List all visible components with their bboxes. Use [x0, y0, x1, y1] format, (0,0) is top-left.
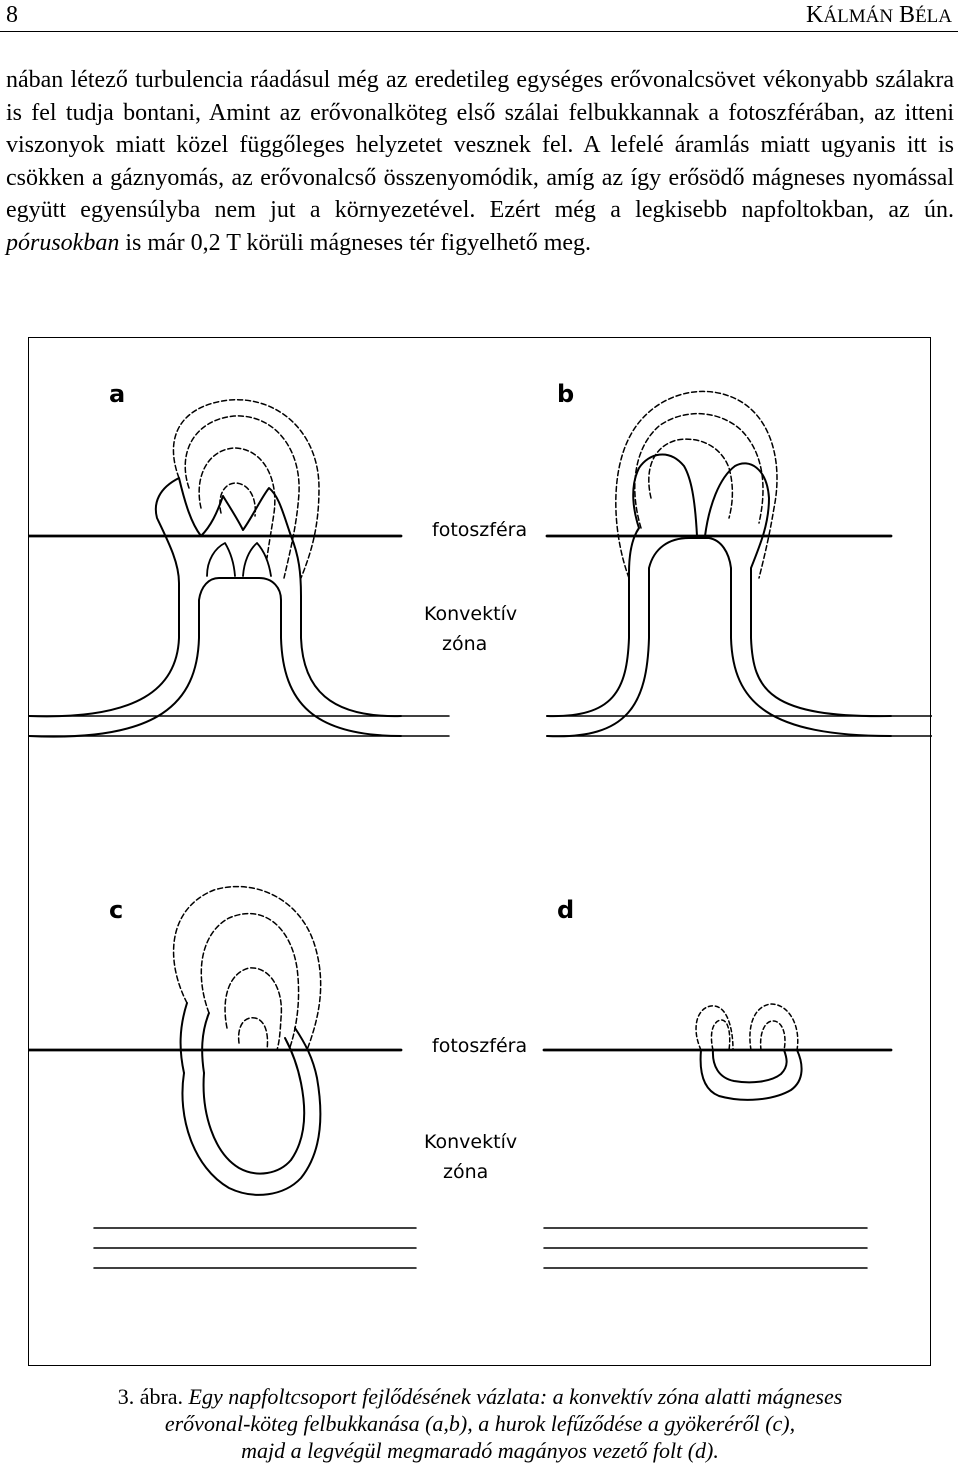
- panel-label-d: d: [557, 896, 574, 924]
- spot-inner-d: [711, 1049, 788, 1084]
- convective-label-a-2: zóna: [442, 633, 487, 655]
- italic-term: pórusokban: [6, 229, 120, 256]
- panel-d: d: [542, 896, 893, 1269]
- loop-outer-c: [181, 1027, 322, 1196]
- panel-c: c fotoszféra Konvektív zóna: [29, 885, 527, 1269]
- running-head-author: KÁLMÁN BÉLA: [806, 2, 952, 29]
- caption-line-1: 3. ábra. Egy napfoltcsoport fejlődésének…: [60, 1383, 900, 1410]
- caption-line-2: erővonal-köteg felbukkanása (a,b), a hur…: [164, 1411, 796, 1436]
- author-last-rest: ÉLA: [915, 6, 952, 27]
- panel-a: a fotoszféra Konvektív zóna: [29, 380, 527, 738]
- field-lines-d: [695, 1003, 799, 1051]
- strand-a-2: [242, 542, 272, 577]
- flux-tube-inner-a: [29, 577, 402, 738]
- flux-tube-inner-b: [546, 537, 892, 738]
- flux-tube-outer-a: [29, 477, 402, 718]
- page-header: 8 KÁLMÁN BÉLA: [0, 0, 960, 34]
- loop-inner-c: [202, 1037, 306, 1175]
- field-lines-c: [172, 885, 322, 1051]
- paragraph-text-end: is már 0,2 T körüli mágneses tér figyelh…: [119, 229, 592, 256]
- spot-outer-d: [699, 1049, 803, 1101]
- caption-text-1: Egy napfoltcsoport fejlődésének vázlata:…: [183, 1384, 843, 1409]
- convective-label-a-1: Konvektív: [424, 603, 517, 625]
- photosphere-label-c: fotoszféra: [432, 1035, 527, 1057]
- page-number: 8: [6, 2, 18, 28]
- paragraph: nában létező turbulencia ráadásul még az…: [6, 64, 954, 260]
- panel-b: b: [545, 380, 932, 738]
- photosphere-label-a: fotoszféra: [432, 519, 527, 541]
- panel-label-c: c: [109, 896, 123, 924]
- body-paragraph: nában létező turbulencia ráadásul még az…: [6, 64, 954, 260]
- field-lines-b: [615, 390, 778, 579]
- caption-line-3: majd a legvégül megmaradó magányos vezet…: [241, 1438, 719, 1463]
- author-last-initial: B: [899, 2, 916, 28]
- header-rule: [0, 31, 958, 32]
- field-lines-a: [172, 399, 320, 579]
- paragraph-text-start: nában létező turbulencia ráadásul még az…: [6, 67, 954, 224]
- loop-legs-c: [179, 1002, 210, 1074]
- flux-tube-outer-b: [546, 453, 892, 718]
- author-first-initial: K: [806, 2, 824, 28]
- convective-label-c-1: Konvektív: [424, 1131, 517, 1153]
- author-first-rest: ÁLMÁN: [823, 6, 894, 27]
- panel-label-b: b: [557, 380, 574, 408]
- strand-a-1: [206, 542, 236, 577]
- figure-3: a fotoszféra Konvektív zóna: [28, 337, 932, 1366]
- panel-label-a: a: [109, 380, 125, 408]
- caption-label: 3. ábra.: [117, 1384, 184, 1409]
- figure-drawing: a fotoszféra Konvektív zóna: [29, 380, 932, 1269]
- convective-label-c-2: zóna: [443, 1161, 488, 1183]
- figure-caption: 3. ábra. Egy napfoltcsoport fejlődésének…: [60, 1383, 900, 1464]
